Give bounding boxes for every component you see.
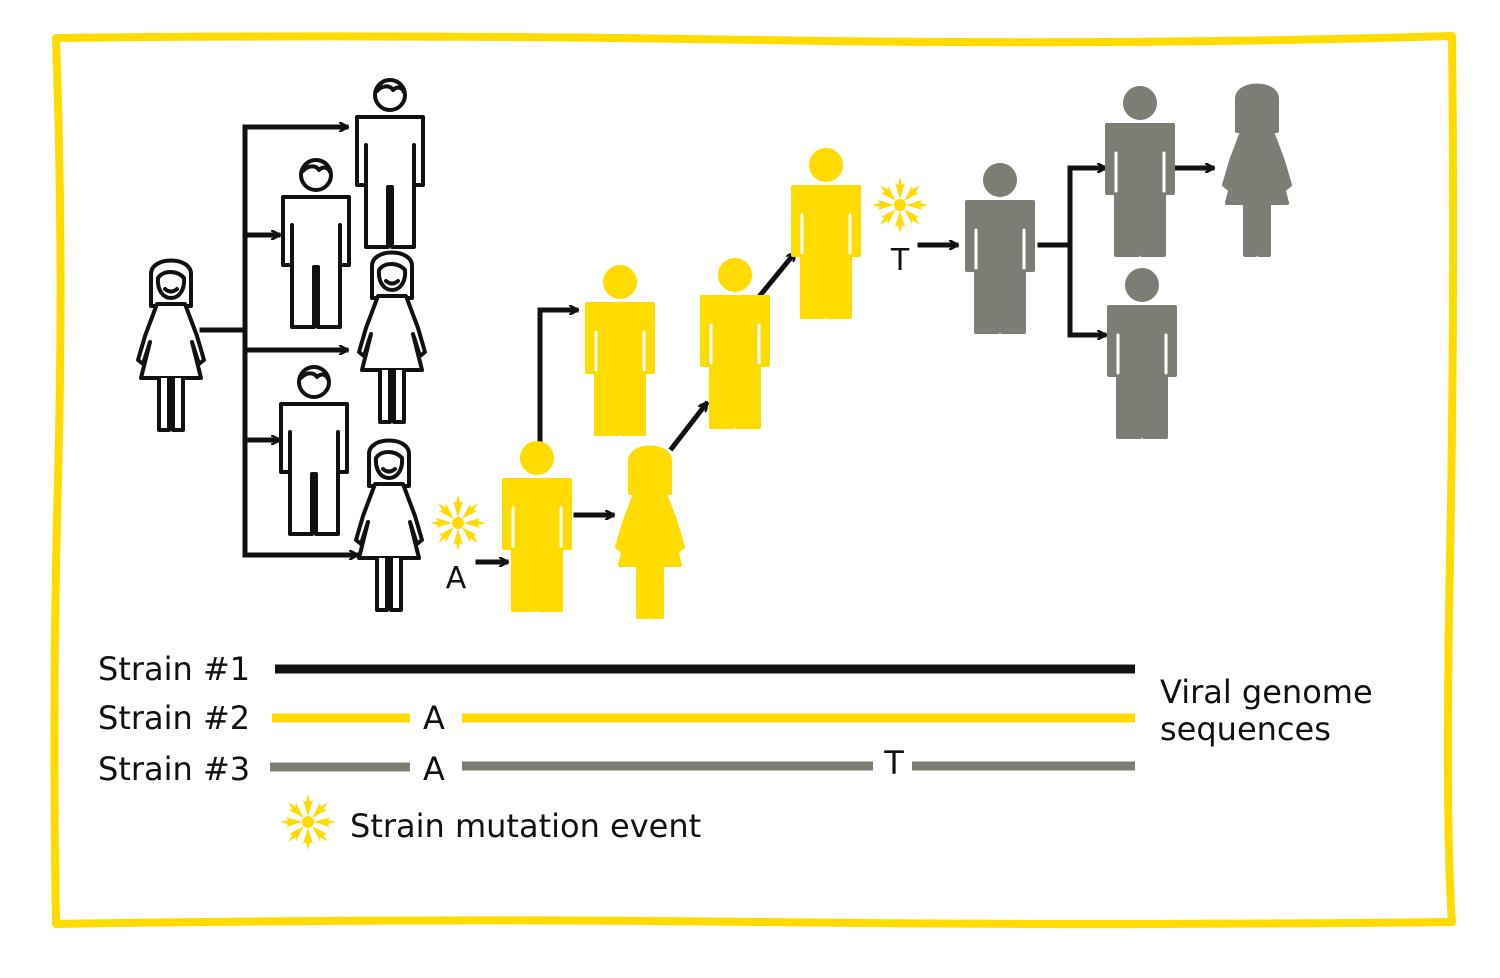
person-strain1-woman-2 <box>357 250 427 424</box>
strain-1-label: Strain #1 <box>98 650 250 688</box>
person-strain1-woman-3 <box>354 438 424 612</box>
person-strain1-man-3 <box>279 365 349 536</box>
strain-2-label: Strain #2 <box>98 699 250 737</box>
mutation-burst-icon <box>430 495 486 551</box>
sequences-label-line1: Viral genome <box>1160 673 1373 711</box>
strain-3-marker-a: A <box>423 750 445 788</box>
sequences-label-line2: sequences <box>1160 710 1331 748</box>
diagram-frame <box>50 32 1458 928</box>
strain2-people <box>502 148 861 619</box>
person-strain1-man-2 <box>281 158 351 329</box>
arrow-to-yellow-man-3 <box>668 404 710 452</box>
arrow-to-yellow-man-4 <box>754 254 798 302</box>
sequence-legend: Strain #1 Strain #2 Strain #3 A A T Vira… <box>98 650 1373 850</box>
arrow-to-yellow-man-2 <box>537 310 576 443</box>
strain-2-marker-a: A <box>423 699 445 737</box>
person-strain1-man-1 <box>355 78 425 249</box>
strain3-people <box>965 83 1292 439</box>
person-strain3-woman-1 <box>1222 83 1292 257</box>
burst-icon <box>280 794 336 850</box>
strain-3-label: Strain #3 <box>98 750 250 788</box>
strain-3-marker-t: T <box>883 744 904 782</box>
strain1-people <box>136 78 427 612</box>
transmission-arrows <box>199 127 1212 562</box>
mutation-burst-icon <box>872 177 928 233</box>
mutation-event-label: Strain mutation event <box>350 807 701 845</box>
diagram-mutation-a-label: A <box>446 561 467 596</box>
diagram-mutation-t-label: T <box>890 243 910 278</box>
person-strain2-woman-1 <box>615 445 685 619</box>
person-strain1-woman-1 <box>136 258 206 432</box>
